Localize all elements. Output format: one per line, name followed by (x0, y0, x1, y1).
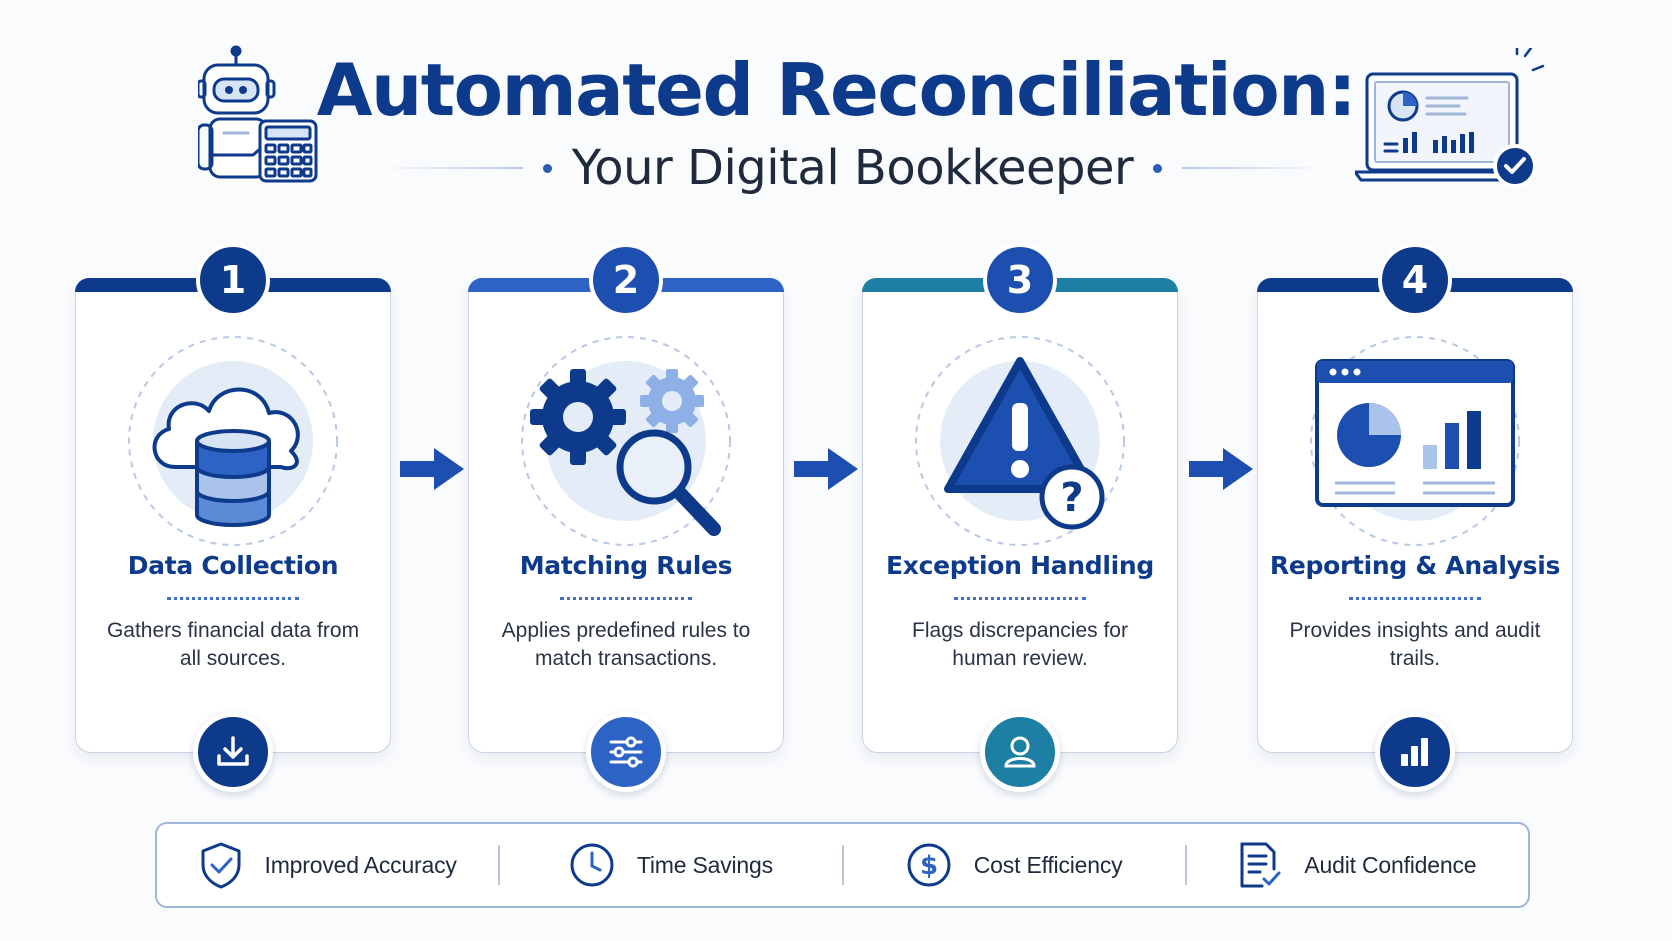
step-card-reporting-analysis: 4 Reporting & Analysis Provides insights… (1257, 243, 1573, 792)
step-number-badge: 1 (196, 243, 270, 317)
arrow-right-icon (794, 448, 858, 490)
warning-question-icon: ? (915, 336, 1125, 546)
step-title: Matching Rules (519, 551, 733, 580)
benefit-separator (1184, 845, 1187, 885)
page-title: Automated Reconciliation: (316, 48, 1357, 132)
arrow-right-icon (400, 448, 464, 490)
dotted-divider (954, 597, 1086, 600)
bar-chart-icon (1375, 712, 1455, 792)
benefit-label: Audit Confidence (1304, 851, 1477, 878)
svg-text:?: ? (1060, 475, 1083, 521)
benefit-label: Cost Efficiency (973, 851, 1123, 878)
benefit-cost-efficiency: $ Cost Efficiency (844, 824, 1185, 906)
subtitle-divider-right (1182, 167, 1325, 169)
step-number-badge: 2 (589, 243, 663, 317)
page-subtitle: Your Digital Bookkeeper (571, 140, 1134, 196)
benefit-improved-accuracy: Improved Accuracy (157, 824, 498, 906)
subtitle-dot-right (1153, 163, 1163, 173)
step-title: Exception Handling (886, 551, 1154, 580)
step-description: Applies predefined rules to match transa… (501, 619, 751, 670)
step-card-exception-handling: 3 ? Exception Handling Flags discrepanci… (862, 243, 1178, 792)
sliders-icon (586, 712, 666, 792)
benefit-separator (841, 845, 844, 885)
shield-check-icon (201, 842, 241, 889)
step-description: Flags discrepancies for human review. (912, 619, 1128, 670)
clock-icon (570, 843, 614, 887)
benefit-time-savings: Time Savings (500, 824, 841, 906)
benefit-separator (498, 845, 501, 885)
benefit-label: Time Savings (636, 851, 773, 878)
subtitle-dot-left (542, 163, 552, 173)
dollar-icon: $ (907, 843, 951, 887)
subtitle-row: Your Digital Bookkeeper (380, 136, 1325, 200)
download-icon (193, 712, 273, 792)
step-number-badge: 3 (983, 243, 1057, 317)
benefit-audit-confidence: Audit Confidence (1187, 824, 1528, 906)
subtitle-divider-left (380, 167, 523, 169)
step-title: Data Collection (127, 551, 339, 580)
step-number-badge: 4 (1378, 243, 1452, 317)
svg-text:$: $ (920, 851, 938, 881)
robot-calculator-icon (198, 45, 318, 183)
step-description: Gathers financial data from all sources. (106, 619, 360, 670)
dashboard-icon (1310, 336, 1520, 546)
gears-magnifier-icon (521, 336, 731, 546)
step-title: Reporting & Analysis (1269, 551, 1561, 580)
dotted-divider (560, 597, 692, 600)
step-description: Provides insights and audit trails. (1289, 619, 1541, 670)
step-card-matching-rules: 2 Matching Rules (468, 243, 784, 792)
laptop-dashboard-icon (1355, 48, 1545, 188)
user-icon (980, 712, 1060, 792)
step-card-data-collection: 1 Data Collection Gathers financial data… (75, 243, 391, 792)
benefits-bar: Improved Accuracy Time Savings $ Cost Ef… (155, 822, 1530, 908)
dotted-divider (167, 597, 299, 600)
arrow-right-icon (1189, 448, 1253, 490)
benefit-label: Improved Accuracy (264, 851, 457, 878)
dotted-divider (1349, 597, 1481, 600)
cloud-database-icon (128, 336, 338, 546)
document-check-icon (1240, 842, 1281, 888)
